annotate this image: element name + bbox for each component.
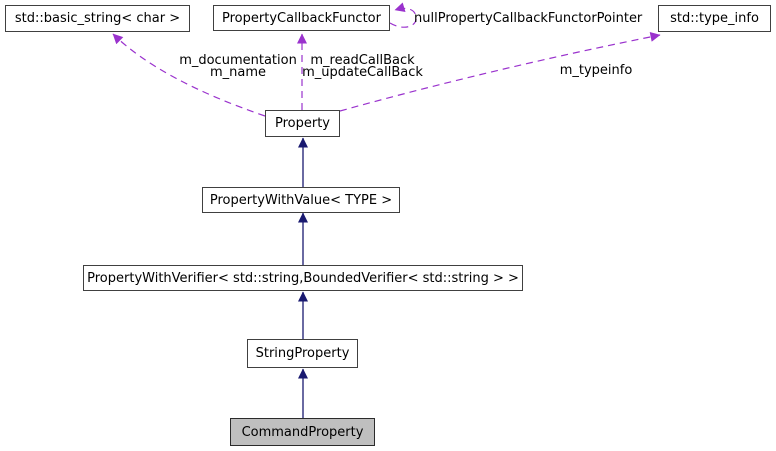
node-property-with-verifier-label: PropertyWithVerifier< std::string,Bounde… [87, 270, 519, 286]
node-command-property-current: CommandProperty [230, 418, 375, 446]
node-property-label: Property [274, 116, 330, 131]
edge-label-m-name: m_name [209, 65, 267, 80]
edge-label-m-read-callback: m_readCallBack [310, 53, 415, 68]
node-string-property-label: StringProperty [255, 346, 350, 361]
edge-label-null-pointer-text: nullPropertyCallbackFunctorPointer [414, 11, 643, 26]
edge-label-m-update-callback: m_updateCallBack [302, 65, 423, 80]
node-property[interactable]: Property [265, 110, 340, 137]
node-property-callback-functor-label: PropertyCallbackFunctor [222, 10, 381, 26]
usage-edge-callback-functor-self-loop [389, 2, 417, 28]
usage-edge-property-to-basic-string [112, 33, 266, 117]
node-std-type-info: std::type_info [658, 5, 771, 32]
node-property-with-value[interactable]: PropertyWithValue< TYPE > [202, 187, 400, 213]
node-std-type-info-label: std::type_info [670, 11, 759, 26]
edge-label-group-callbacks: m_readCallBack m_updateCallBack [295, 53, 430, 80]
node-property-callback-functor[interactable]: PropertyCallbackFunctor [213, 5, 390, 31]
edge-label-group-documentation-name: m_documentation m_name [163, 53, 313, 80]
node-std-basic-string-label: std::basic_string< char > [14, 11, 181, 26]
edge-label-m-typeinfo: m_typeinfo [556, 64, 636, 77]
node-std-basic-string: std::basic_string< char > [5, 5, 190, 32]
edge-label-m-documentation: m_documentation [179, 53, 297, 68]
node-property-with-value-label: PropertyWithValue< TYPE > [209, 192, 393, 208]
usage-edge-property-to-type-info [339, 31, 661, 112]
edge-label-m-typeinfo-text: m_typeinfo [559, 63, 633, 78]
edge-label-null-property-callback-functor-pointer: nullPropertyCallbackFunctorPointer [414, 12, 642, 25]
node-command-property-label: CommandProperty [241, 424, 364, 440]
node-string-property[interactable]: StringProperty [247, 339, 358, 368]
node-property-with-verifier[interactable]: PropertyWithVerifier< std::string,Bounde… [83, 265, 523, 291]
